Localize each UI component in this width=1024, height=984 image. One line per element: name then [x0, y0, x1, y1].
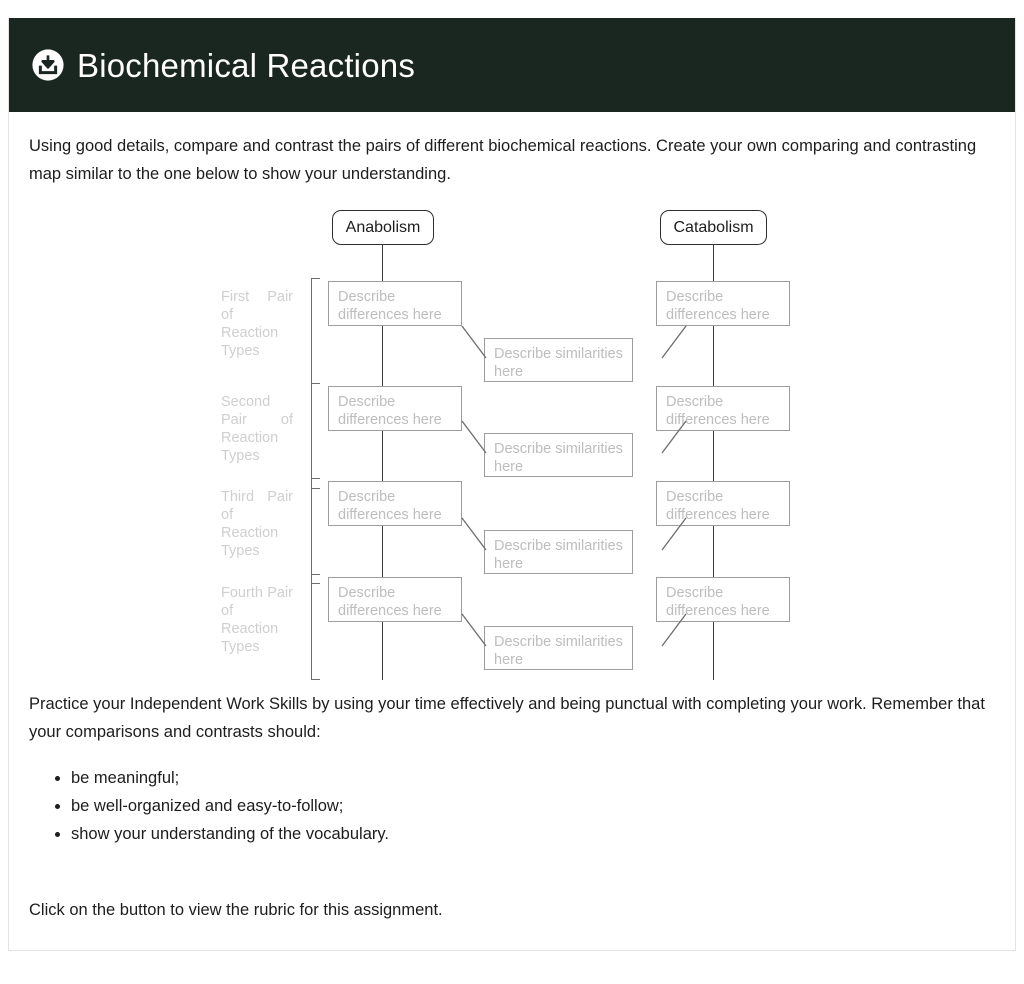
anabolism-box: Anabolism [332, 210, 434, 245]
right-spine-line [713, 245, 715, 680]
row-label-2: Second Pair of Reaction Types [221, 394, 293, 464]
closing-paragraph: Click on the button to view the rubric f… [29, 901, 443, 919]
connector-row-2 [461, 420, 687, 454]
row-label-4: Fourth Pair of Reaction Types [221, 585, 293, 655]
practice-paragraph: Practice your Independent Work Skills by… [29, 695, 985, 741]
catabolism-box: Catabolism [660, 210, 767, 245]
assignment-card: Biochemical Reactions Using good details… [8, 18, 1016, 951]
differences-box-left-3[interactable]: Describe differences here [328, 481, 462, 526]
comparison-map-diagram: Anabolism Catabolism First Pair of React… [29, 200, 991, 690]
connector-row-3 [461, 517, 687, 551]
card-body: Using good details, compare and contrast… [9, 112, 1015, 950]
list-item: be well-organized and easy-to-follow; [71, 792, 991, 820]
bracket-row-3 [311, 478, 320, 584]
similarities-box-2[interactable]: Describe similarities here [484, 433, 633, 477]
bracket-row-4 [311, 574, 320, 680]
similarities-box-1[interactable]: Describe similarities here [484, 338, 633, 382]
card-header: Biochemical Reactions [9, 18, 1015, 112]
row-label-1: First Pair of Reaction Types [221, 289, 293, 359]
requirements-list: be meaningful; be well-organized and eas… [29, 764, 991, 848]
row-label-3: Third Pair of Reaction Types [221, 489, 293, 559]
connector-row-4 [461, 613, 687, 647]
download-circle-icon [32, 49, 64, 81]
differences-box-right-1[interactable]: Describe differences here [656, 281, 790, 326]
bracket-row-1 [311, 278, 320, 384]
list-item: be meaningful; [71, 764, 991, 792]
intro-paragraph: Using good details, compare and contrast… [29, 137, 977, 183]
left-spine-line [382, 245, 384, 680]
differences-box-right-3[interactable]: Describe differences here [656, 481, 790, 526]
differences-box-left-2[interactable]: Describe differences here [328, 386, 462, 431]
differences-box-left-4[interactable]: Describe differences here [328, 577, 462, 622]
differences-box-right-2[interactable]: Describe differences here [656, 386, 790, 431]
similarities-box-4[interactable]: Describe similarities here [484, 626, 633, 670]
similarities-box-3[interactable]: Describe similarities here [484, 530, 633, 574]
bracket-row-2 [311, 383, 320, 489]
differences-box-left-1[interactable]: Describe differences here [328, 281, 462, 326]
page-title: Biochemical Reactions [77, 46, 416, 84]
differences-box-right-4[interactable]: Describe differences here [656, 577, 790, 622]
connector-row-1 [461, 325, 687, 359]
list-item: show your understanding of the vocabular… [71, 820, 991, 848]
